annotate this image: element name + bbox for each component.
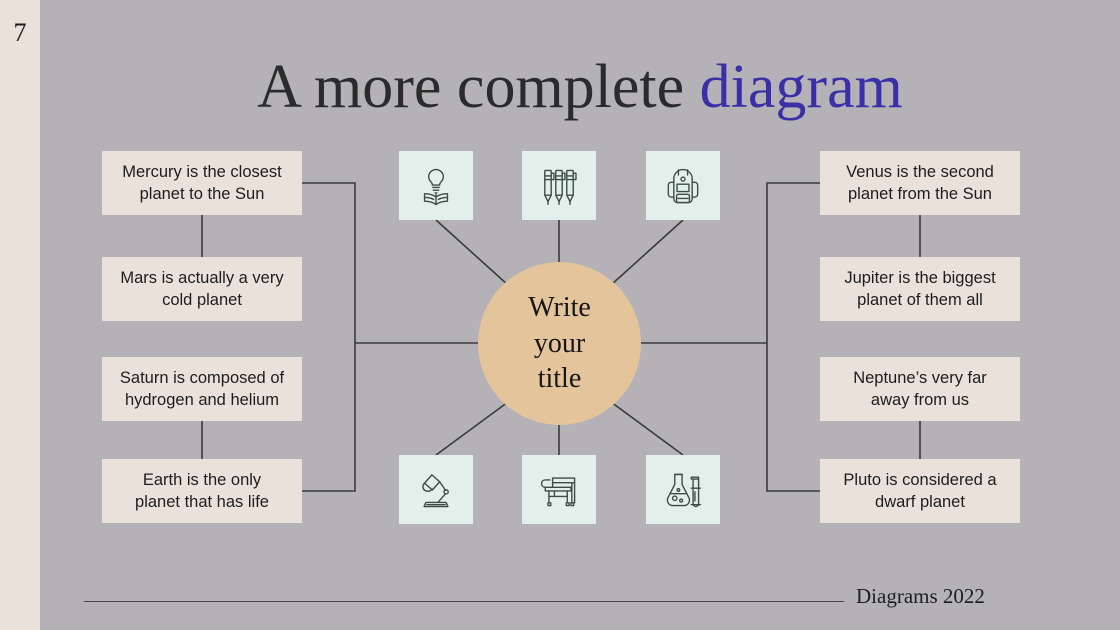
left-sidebar-strip	[0, 0, 40, 630]
left-box-1-line2: planet to the Sun	[139, 185, 265, 203]
right-box-3[interactable]: Neptune’s very far away from us	[820, 357, 1020, 421]
right-box-2-line1: Jupiter is the biggest	[844, 268, 996, 287]
icon-tile-lightbulb-book[interactable]	[399, 151, 473, 220]
right-box-4[interactable]: Pluto is considered a dwarf planet	[820, 459, 1020, 523]
left-box-2[interactable]: Mars is actually a very cold planet	[102, 257, 302, 321]
right-box-1-line2: planet from the Sun	[847, 185, 992, 203]
right-box-4-line1: Pluto is considered a	[843, 470, 997, 489]
right-box-4-line2: dwarf planet	[875, 493, 965, 511]
footer-text: Diagrams 2022	[856, 584, 985, 608]
right-box-3-line1: Neptune’s very far	[853, 368, 987, 387]
backpack-icon	[667, 168, 699, 203]
page-title: A more complete diagram	[40, 52, 1120, 123]
center-title-circle[interactable]: Write your title	[478, 262, 641, 425]
center-title-line3: title	[537, 363, 582, 395]
page-title-accent: diagram	[699, 53, 903, 121]
school-desk-icon	[540, 476, 576, 506]
left-box-2-line1: Mars is actually a very	[120, 268, 284, 287]
page-number: 7	[13, 18, 27, 47]
pens-icon	[544, 169, 577, 205]
left-box-3-line2: hydrogen and helium	[124, 391, 280, 409]
lightbulb-book-icon	[423, 168, 449, 205]
icon-tile-pens[interactable]	[522, 151, 596, 220]
page-title-plain: A more complete	[257, 53, 700, 121]
left-box-4-line1: Earth is the only	[142, 470, 262, 489]
right-box-3-line2: away from us	[870, 391, 970, 409]
flask-test-tube-icon	[666, 473, 702, 507]
footer-divider	[84, 601, 844, 602]
icon-tile-backpack[interactable]	[646, 151, 720, 220]
left-box-4-line2: planet that has life	[135, 493, 269, 511]
left-box-2-line2: cold planet	[162, 291, 242, 309]
right-box-1-line1: Venus is the second	[846, 162, 994, 181]
icon-tile-flask-test-tube[interactable]	[646, 455, 720, 524]
right-box-2[interactable]: Jupiter is the biggest planet of them al…	[820, 257, 1020, 321]
left-box-3[interactable]: Saturn is composed of hydrogen and heliu…	[102, 357, 302, 421]
left-box-1[interactable]: Mercury is the closest planet to the Sun	[102, 151, 302, 215]
icon-tile-desk-lamp[interactable]	[399, 455, 473, 524]
center-title-line1: Write	[528, 291, 591, 323]
left-box-3-line1: Saturn is composed of	[119, 368, 285, 387]
center-title-line2: your	[533, 327, 586, 359]
right-box-1[interactable]: Venus is the second planet from the Sun	[820, 151, 1020, 215]
right-box-2-line2: planet of them all	[857, 291, 983, 309]
desk-lamp-icon	[422, 473, 449, 507]
left-box-4[interactable]: Earth is the only planet that has life	[102, 459, 302, 523]
icon-tile-school-desk[interactable]	[522, 455, 596, 524]
left-box-1-line1: Mercury is the closest	[122, 162, 282, 181]
